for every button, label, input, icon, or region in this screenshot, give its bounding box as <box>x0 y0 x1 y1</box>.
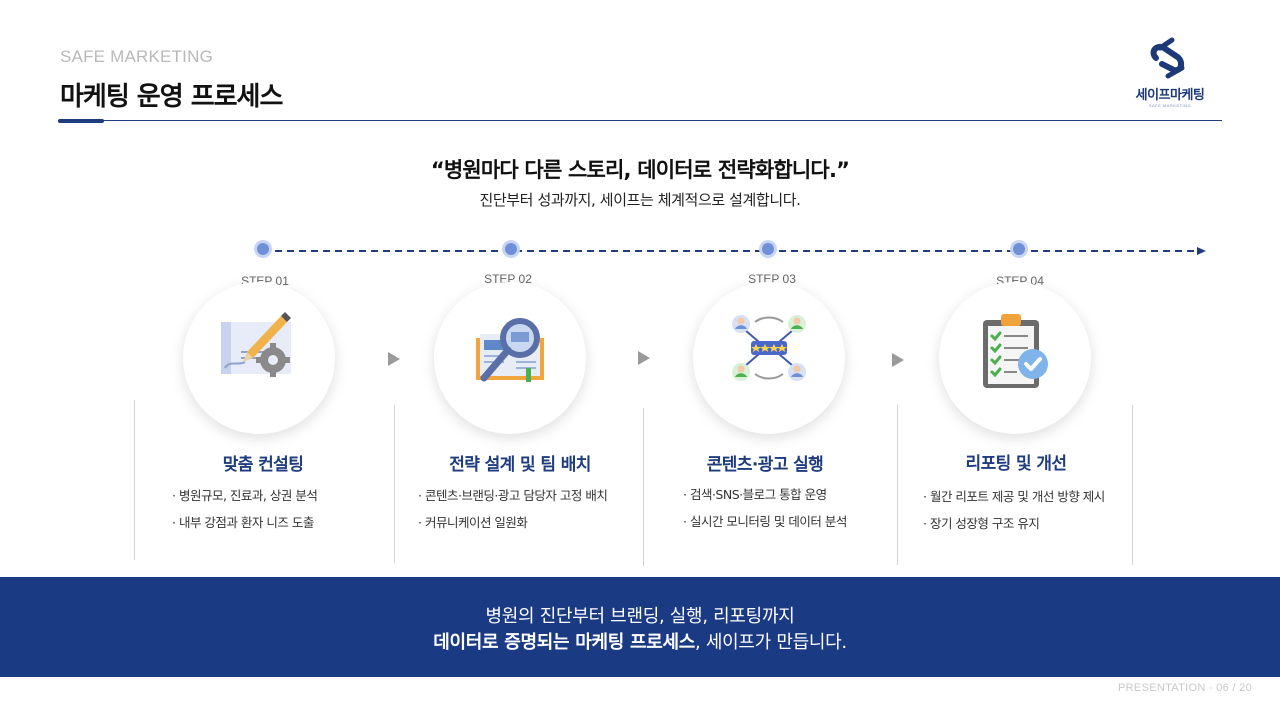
step-2-title: 전략 설계 및 팀 배치 <box>449 455 591 475</box>
timeline-dot-3 <box>762 243 774 255</box>
list-item: 장기 성장형 구조 유지 <box>923 510 1105 537</box>
step-4-title: 리포팅 및 개선 <box>965 454 1067 474</box>
page-number: PRESENTATION · 06 / 20 <box>1118 682 1252 694</box>
step-1-icon-circle <box>183 282 335 434</box>
column-divider <box>643 408 644 568</box>
step-arrow-icon <box>892 353 904 367</box>
timeline-dot-2 <box>505 243 517 255</box>
step-1-bullets: 병원규모, 진료과, 상권 분석 내부 강점과 환자 니즈 도출 <box>172 482 318 536</box>
headline-subtitle: 진단부터 성과까지, 세이프는 체계적으로 설계합니다. <box>479 191 801 209</box>
step-3-title: 콘텐츠·광고 실행 <box>706 455 824 475</box>
list-item: 월간 리포트 제공 및 개선 방향 제시 <box>923 483 1105 510</box>
logo-subtext: SAFE MARKETING <box>1148 103 1192 108</box>
list-item: 커뮤니케이션 일원화 <box>418 509 607 536</box>
banner-notch-icon <box>631 566 649 576</box>
step-arrow-icon <box>388 352 400 366</box>
page-title: 마케팅 운영 프로세스 <box>60 82 283 112</box>
blueprint-gear-icon <box>221 312 291 377</box>
list-item: 콘텐츠·브랜딩·광고 담당자 고정 배치 <box>418 482 608 509</box>
process-timeline <box>254 240 1206 258</box>
list-item: 병원규모, 진료과, 상권 분석 <box>172 482 318 509</box>
list-item: 검색·SNS·블로그 통합 운영 <box>683 481 847 508</box>
list-item: 실시간 모니터링 및 데이터 분석 <box>683 508 847 535</box>
timeline-arrowhead-icon <box>1197 247 1206 255</box>
summary-banner <box>0 577 1280 677</box>
column-divider <box>897 405 898 565</box>
logo-mark-icon <box>1150 37 1185 79</box>
step-2-icon-circle <box>434 282 586 434</box>
timeline-dot-4 <box>1013 243 1025 255</box>
column-divider <box>134 400 135 560</box>
step-1-title: 맞춤 컨설팅 <box>222 455 304 475</box>
step-2-bullets: 콘텐츠·브랜딩·광고 담당자 고정 배치 커뮤니케이션 일원화 <box>418 482 608 536</box>
timeline-dot-1 <box>257 243 269 255</box>
banner-line-2: 데이터로 증명되는 마케팅 프로세스, 세이프가 만듭니다. <box>0 628 1280 654</box>
step-3-bullets: 검색·SNS·블로그 통합 운영 실시간 모니터링 및 데이터 분석 <box>683 481 847 535</box>
logo-wordmark: 세이프마케팅 <box>1135 88 1205 103</box>
step-4-bullets: 월간 리포트 제공 및 개선 방향 제시 장기 성장형 구조 유지 <box>923 483 1105 537</box>
title-divider-accent <box>58 119 104 123</box>
banner-line-2-bold: 데이터로 증명되는 마케팅 프로세스 <box>433 632 696 653</box>
brand-logo: 세이프마케팅 SAFE MARKETING <box>1120 36 1220 112</box>
column-divider <box>394 405 395 563</box>
eyebrow-text: SAFE MARKETING <box>60 47 213 66</box>
network-rating-icon <box>732 315 806 381</box>
book-magnifier-icon <box>476 318 544 382</box>
headline-quote: “병원마다 다른 스토리, 데이터로 전략화합니다.” <box>430 158 850 182</box>
column-divider <box>1132 405 1133 565</box>
step-4-icon-circle <box>939 282 1091 434</box>
step-arrow-icon <box>638 351 650 365</box>
banner-line-1: 병원의 진단부터 브랜딩, 실행, 리포팅까지 <box>485 606 795 627</box>
checklist-clipboard-icon <box>983 314 1048 388</box>
title-divider <box>58 120 1222 121</box>
list-item: 내부 강점과 환자 니즈 도출 <box>172 509 317 536</box>
banner-line-2-rest: , 세이프가 만듭니다. <box>695 632 847 653</box>
step-3-icon-circle <box>693 282 845 434</box>
